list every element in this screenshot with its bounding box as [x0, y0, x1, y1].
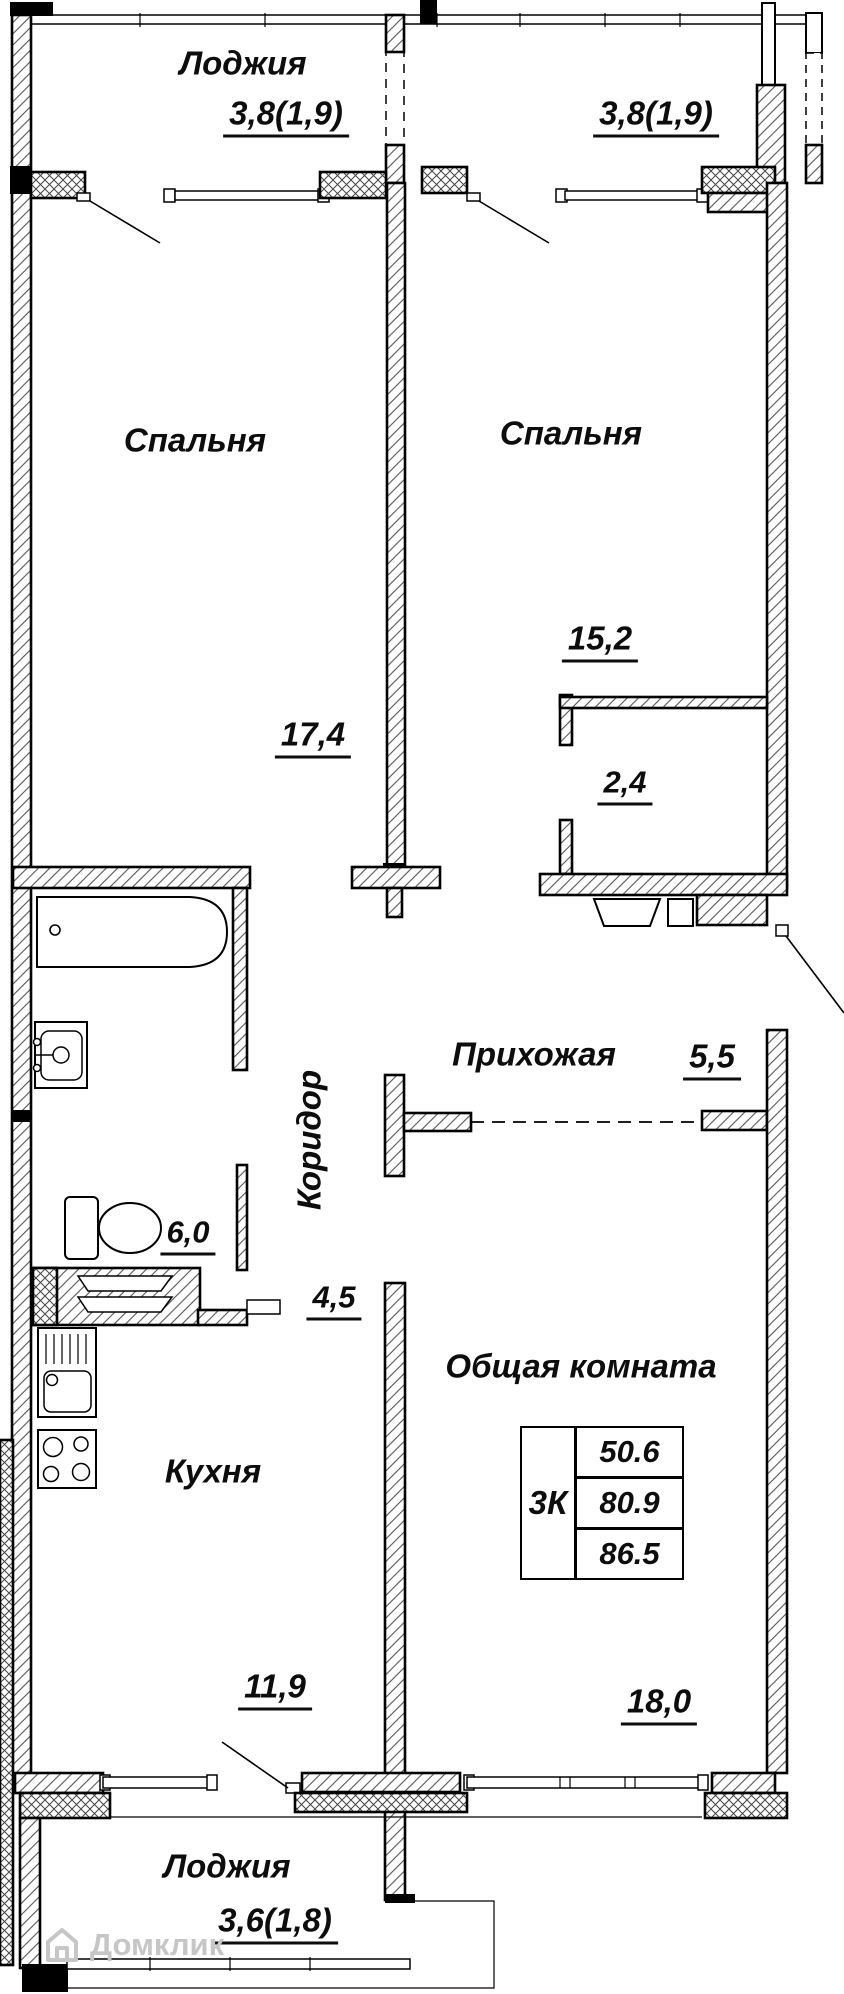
- balcony-door-left: [76, 192, 91, 202]
- neighbor-outline: [67, 1900, 495, 1989]
- watermark-text: Домклик: [90, 1927, 225, 1962]
- wall: [350, 865, 442, 890]
- door-swing: [785, 935, 844, 1014]
- window-left-bedroom: [174, 190, 321, 201]
- label-hallway: Прихожая: [452, 1035, 616, 1073]
- bathroom-right-wall: [231, 886, 249, 1072]
- domclick-house-icon: [46, 1928, 78, 1962]
- bottom-walls: [13, 1741, 789, 1820]
- bedroom-divider-wall: [385, 181, 407, 869]
- kitchen-window: [102, 1776, 214, 1789]
- label-wc-small-area: 2,4: [597, 767, 653, 806]
- label-corridor: Коридор: [290, 1069, 328, 1211]
- label-living-room-area: 18,0: [620, 1685, 698, 1726]
- bathroom-top-wall: [11, 865, 252, 890]
- loggia-divider-wall: [384, 13, 406, 185]
- label-loggia-top-right-area: 3,8(1,9): [593, 97, 719, 138]
- wall-cap: [10, 2, 53, 16]
- label-kitchen: Кухня: [164, 1452, 262, 1490]
- label-loggia-bottom-area: 3,6(1,8): [212, 1904, 338, 1945]
- label-bathroom-area: 6,0: [160, 1217, 216, 1256]
- label-loggia-top-left-area: 3,8(1,9): [223, 97, 349, 138]
- label-bedroom-right: Спальня: [499, 414, 643, 452]
- wall: [385, 886, 404, 919]
- wc-wall: [235, 1163, 249, 1272]
- balcony-door-right: [466, 192, 481, 202]
- living-area-value: 50.6: [577, 1428, 682, 1479]
- label-bedroom-left: Спальня: [123, 421, 267, 459]
- door-swing: [89, 200, 161, 244]
- top-loggia-glazing: [11, 13, 811, 27]
- label-bedroom-right-area: 15,2: [561, 622, 639, 663]
- bathtub: [36, 896, 229, 968]
- left-outer-wall: [10, 13, 33, 1777]
- door-swing: [221, 1741, 289, 1789]
- entrance-door: [592, 893, 844, 1014]
- door-swing: [478, 200, 550, 244]
- wall-cap: [385, 1894, 415, 1903]
- living-room-window: [466, 1776, 703, 1789]
- label-kitchen-area: 11,9: [238, 1670, 312, 1711]
- balcony-door-bottom: [285, 1782, 301, 1794]
- neighbor-loggia-divider: [804, 12, 824, 185]
- total-area-value: 86.5: [599, 1536, 660, 1571]
- apartment-type: 3К: [528, 1484, 568, 1521]
- stove: [37, 1429, 97, 1489]
- label-loggia-top: Лоджия: [179, 44, 307, 82]
- window-right-bedroom: [564, 190, 703, 201]
- label-loggia-bottom: Лоджия: [163, 1847, 291, 1885]
- label-living-room: Общая комната: [445, 1347, 717, 1385]
- wall-cap: [420, 0, 437, 24]
- wc-small-walls: [538, 693, 789, 897]
- label-corridor-area: 4,5: [306, 1282, 362, 1321]
- loggia-glazing: [66, 1958, 411, 1970]
- toilet: [64, 1196, 162, 1260]
- right-outer-wall-upper: [765, 181, 789, 890]
- bathroom-sink: [32, 1021, 88, 1089]
- ventilation-shaft: [31, 1266, 281, 1327]
- wall-junction: [12, 1110, 32, 1122]
- apartment-info-table: 3К 50.6 80.9 86.5: [520, 1426, 684, 1580]
- loggia-floor-wall: [10, 165, 777, 244]
- kitchen-sink: [37, 1327, 97, 1418]
- label-hallway-area: 5,5: [683, 1040, 741, 1081]
- hallway-partitions: [383, 1073, 769, 1178]
- label-bedroom-left-area: 17,4: [274, 718, 352, 759]
- watermark: Домклик: [44, 1926, 224, 1964]
- bottom-loggia: [0, 1438, 495, 1992]
- wall: [761, 2, 776, 86]
- right-outer-wall-lower: [765, 1028, 789, 1775]
- apartment-area-value: 80.9: [577, 1479, 682, 1530]
